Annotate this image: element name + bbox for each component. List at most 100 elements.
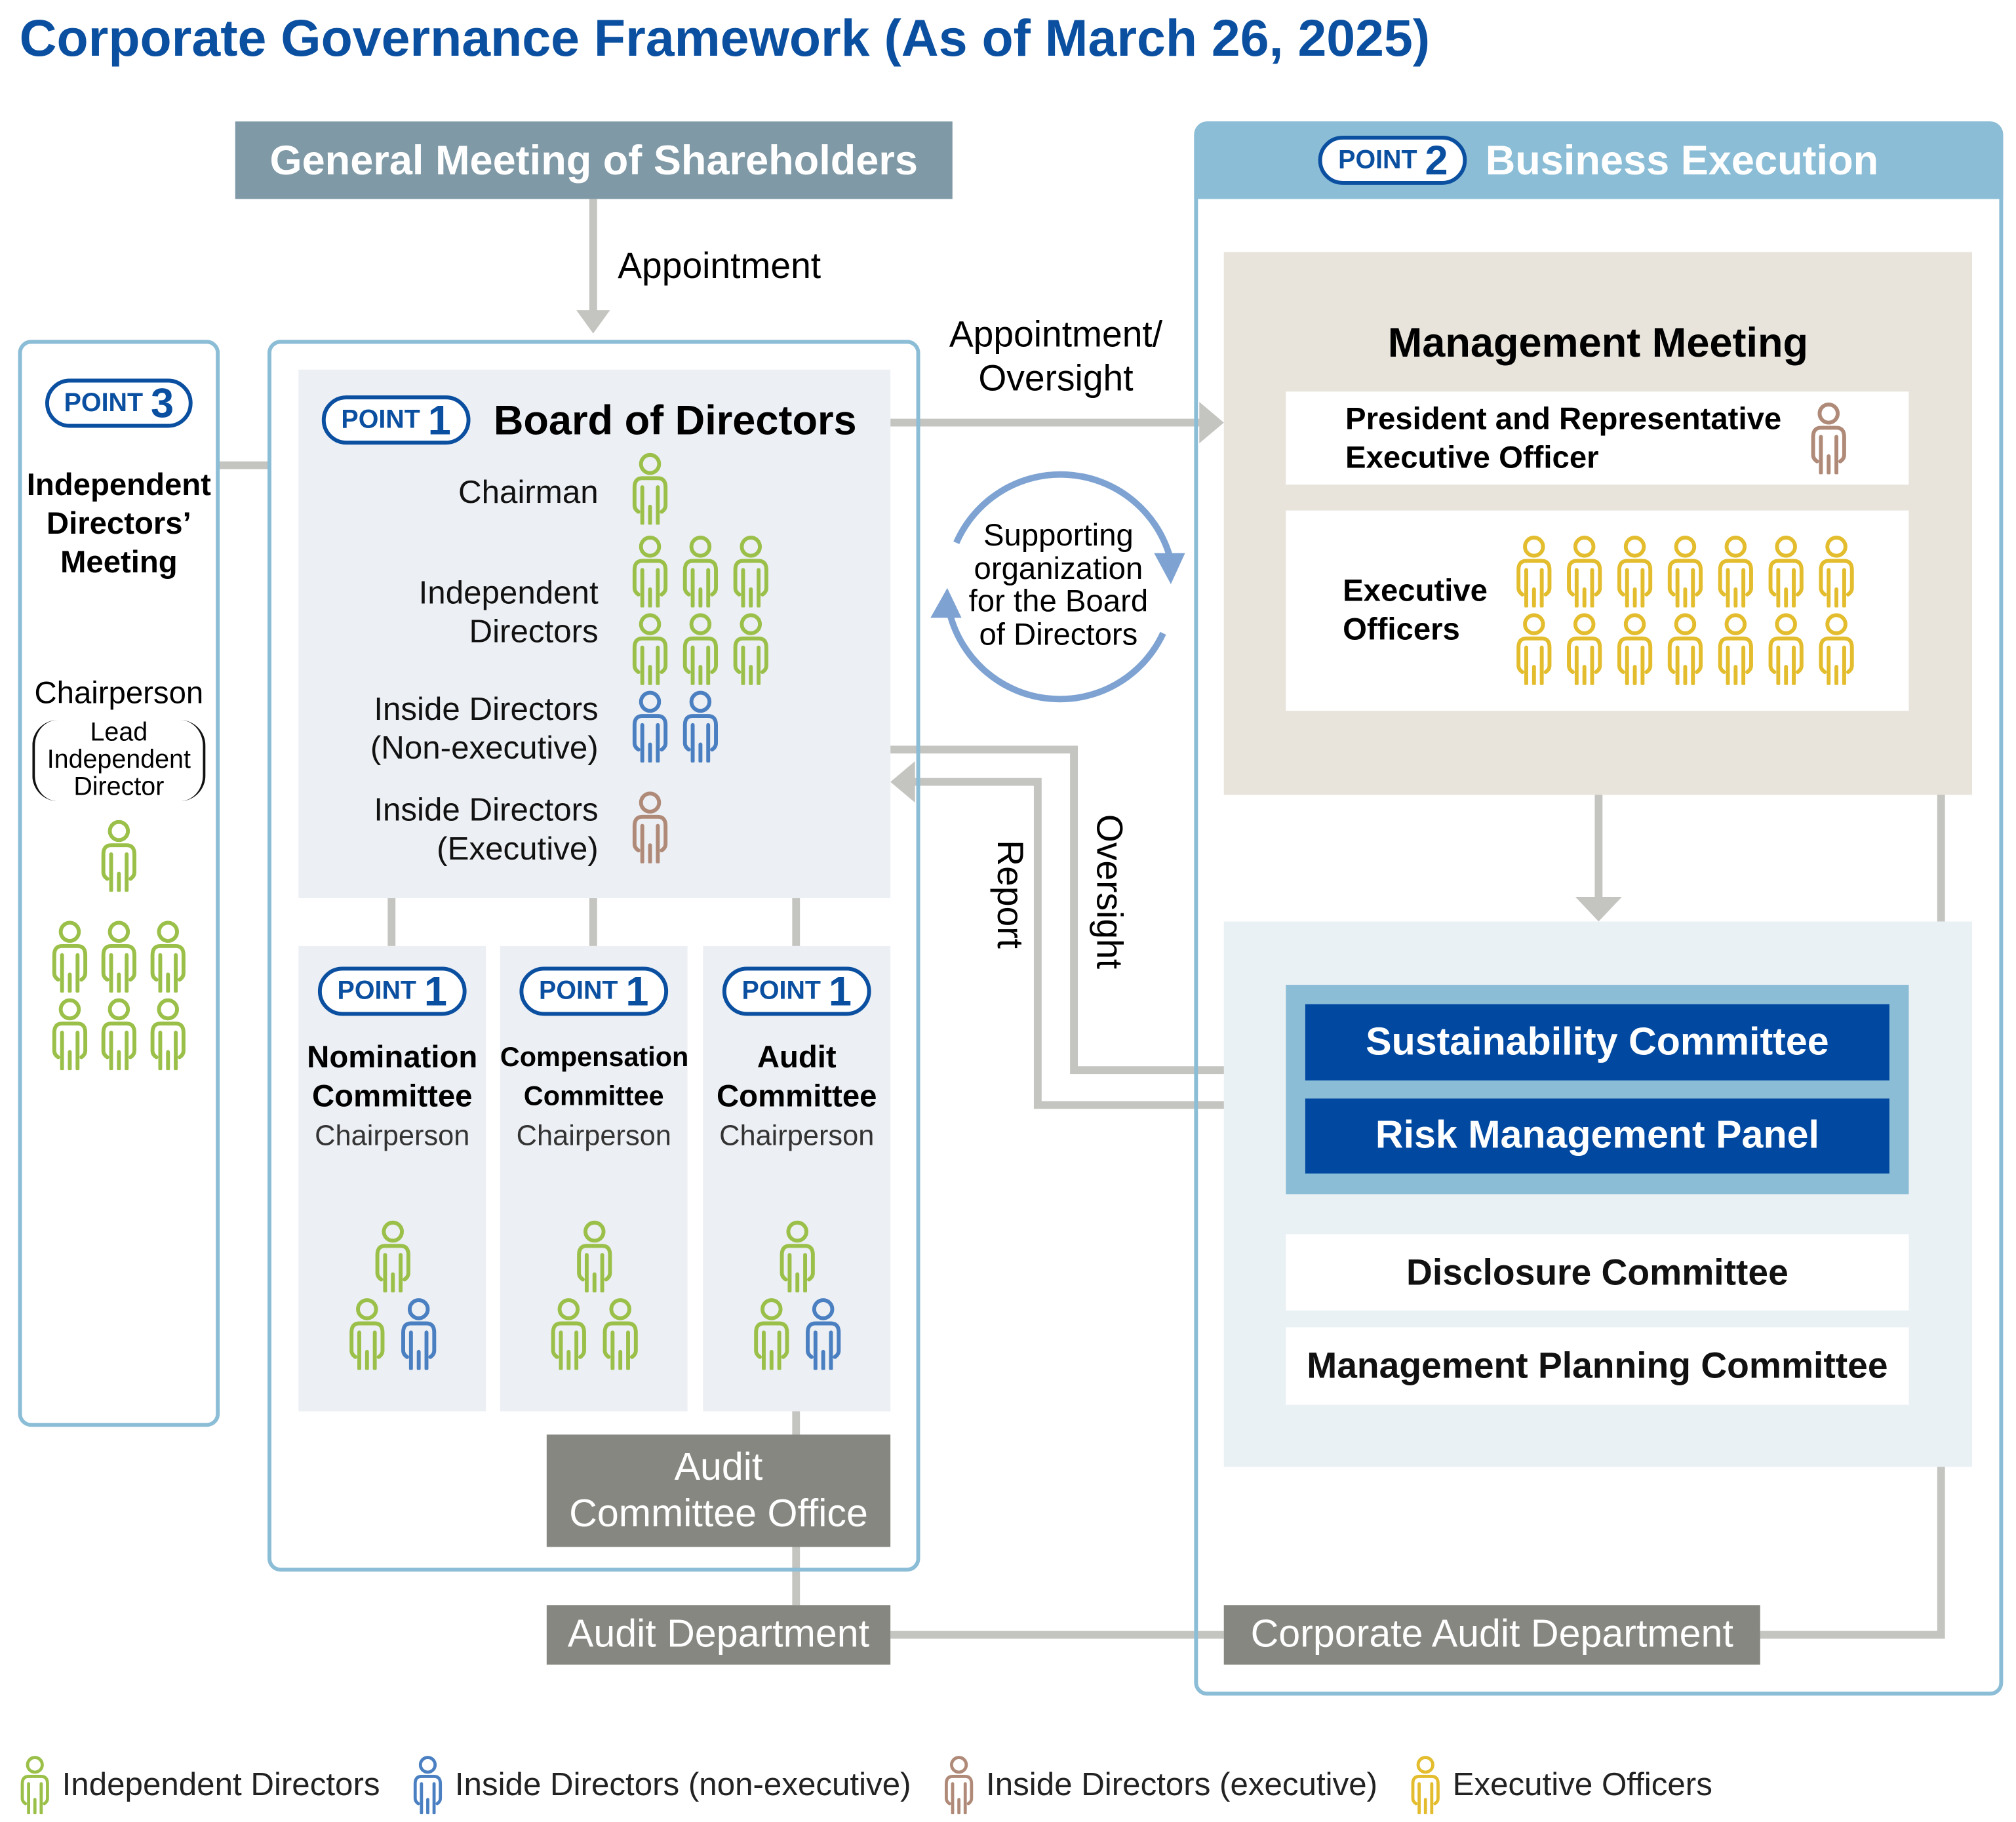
independent-person-icon bbox=[730, 535, 772, 607]
disclosure-committee: Disclosure Committee bbox=[1286, 1234, 1909, 1311]
point-text: POINT bbox=[337, 976, 417, 1005]
executive-officer-icons bbox=[1513, 535, 1862, 685]
board-row-icons bbox=[629, 791, 785, 863]
appointment-label: Appointment bbox=[618, 245, 821, 286]
oversight-label: Oversight bbox=[1089, 814, 1130, 970]
independent-person-icon bbox=[573, 1220, 614, 1292]
executive-officer-person-icon bbox=[1614, 612, 1655, 684]
legend-label: Independent Directors bbox=[62, 1766, 380, 1802]
inside-nonexec-person-icon bbox=[680, 690, 721, 762]
independent-person-icon bbox=[629, 452, 671, 525]
label-line: Committee bbox=[716, 1079, 877, 1115]
label-line: of Directors bbox=[979, 617, 1138, 652]
point-text: POINT bbox=[539, 976, 618, 1005]
label-line: Nomination bbox=[307, 1040, 478, 1076]
cycle-arrows bbox=[947, 471, 1173, 703]
board-row-icons bbox=[629, 690, 785, 762]
inside-nonexec-person-icon bbox=[802, 1297, 843, 1370]
label-line: Oversight bbox=[978, 358, 1134, 399]
chairperson-label: Chairperson bbox=[315, 1119, 470, 1152]
chairperson-label: Chairperson bbox=[34, 675, 204, 711]
independent-person-icon bbox=[629, 535, 671, 607]
president-icon bbox=[1808, 402, 1849, 474]
panel-title: Meeting bbox=[60, 545, 178, 581]
executive-officer-person-icon bbox=[1409, 1755, 1442, 1815]
executive-officer-person-icon bbox=[1665, 612, 1706, 684]
audit-department: Audit Department bbox=[546, 1605, 891, 1665]
executive-officer-person-icon bbox=[1715, 535, 1756, 607]
board-row-label: Inside Directors(Non-executive) bbox=[288, 690, 599, 768]
board-row-label: Chairman bbox=[288, 473, 599, 511]
board-row-icons bbox=[629, 452, 785, 525]
page-title: Corporate Governance Framework (As of Ma… bbox=[19, 10, 1431, 68]
independent-person-icon bbox=[148, 920, 189, 992]
label-line: Executive Officer bbox=[1345, 441, 1599, 476]
report-label: Report bbox=[989, 840, 1031, 949]
legend-label: Inside Directors (non-executive) bbox=[454, 1766, 911, 1802]
general-meeting-box: General Meeting of Shareholders bbox=[235, 121, 953, 199]
inside-nonexec-person-icon bbox=[629, 690, 671, 762]
risk-management-panel: Risk Management Panel bbox=[1305, 1098, 1889, 1174]
legend-label: Executive Officers bbox=[1452, 1766, 1712, 1802]
executive-officer-person-icon bbox=[1766, 612, 1807, 684]
member-icons bbox=[500, 1297, 688, 1370]
member-icons bbox=[298, 1297, 486, 1370]
label-line: Independent bbox=[418, 575, 599, 612]
executive-officer-person-icon bbox=[1665, 535, 1706, 607]
independent-person-icon bbox=[372, 1220, 413, 1292]
legend-item: Independent Directors bbox=[18, 1755, 380, 1815]
point-number: 1 bbox=[625, 967, 649, 1014]
note-line: Independent bbox=[47, 745, 191, 774]
point-number: 1 bbox=[427, 396, 451, 443]
label-line: Compensation bbox=[500, 1042, 689, 1073]
inside-exec-person-icon bbox=[629, 791, 671, 863]
independent-person-icon bbox=[629, 612, 671, 684]
label-line: for the Board bbox=[968, 584, 1149, 620]
point-text: POINT bbox=[64, 388, 144, 417]
independent-person-icon bbox=[599, 1297, 641, 1370]
label-line: Chairman bbox=[458, 474, 599, 511]
board-panel bbox=[267, 340, 920, 1572]
independent-person-icon bbox=[346, 1297, 387, 1370]
inside-exec-person-icon bbox=[942, 1755, 976, 1815]
label-line: Executive bbox=[1343, 574, 1488, 609]
inside-nonexec-person-icon bbox=[411, 1755, 445, 1815]
label-line: Audit bbox=[757, 1040, 837, 1076]
management-planning-committee: Management Planning Committee bbox=[1286, 1327, 1909, 1405]
independent-person-icon bbox=[98, 820, 140, 892]
legend-label: Inside Directors (executive) bbox=[986, 1766, 1378, 1802]
label-line: Committee Office bbox=[569, 1492, 868, 1535]
executive-officer-person-icon bbox=[1614, 535, 1655, 607]
independent-person-icon bbox=[776, 1220, 818, 1292]
executive-officer-person-icon bbox=[1513, 535, 1554, 607]
label-line: Inside Directors bbox=[374, 691, 599, 728]
label-line: Committee bbox=[523, 1081, 664, 1112]
label-line: (Non-executive) bbox=[370, 730, 599, 766]
note-line: Director bbox=[73, 772, 165, 802]
independent-person-icon bbox=[680, 535, 721, 607]
appointment-oversight-label: Appointment/Oversight bbox=[933, 313, 1179, 401]
point-number: 1 bbox=[828, 967, 852, 1014]
chairperson-label: Chairperson bbox=[719, 1119, 875, 1152]
chair-icon bbox=[298, 1220, 486, 1292]
independent-person-icon bbox=[98, 998, 140, 1070]
label-line: Appointment/ bbox=[949, 314, 1163, 355]
executive-officer-person-icon bbox=[1513, 612, 1554, 684]
